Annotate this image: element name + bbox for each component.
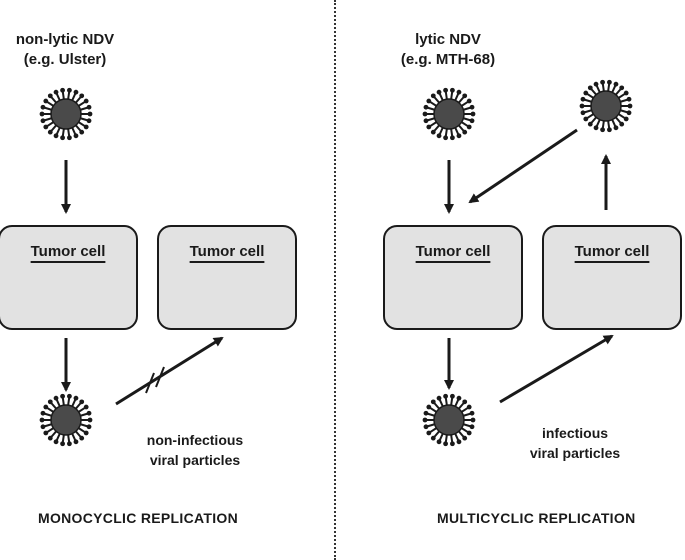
right-virus-label: lytic NDV (e.g. MTH-68) xyxy=(383,30,513,70)
right-tumor-cell-2-label: Tumor cell xyxy=(574,243,650,260)
right-arrow-progeny-to-cell xyxy=(499,334,614,404)
right-virus-icon xyxy=(422,87,476,141)
left-tumor-cell-1-label: Tumor cell xyxy=(30,243,106,260)
left-particles-label: non-infectious viral particles xyxy=(125,430,265,470)
right-particles-label-line2: viral particles xyxy=(529,445,621,461)
left-tumor-cell-2: Tumor cell xyxy=(157,225,297,330)
right-progeny-virus-icon xyxy=(422,393,476,447)
left-arrow-blocked-infection xyxy=(115,336,224,406)
right-caption: MULTICYCLIC REPLICATION xyxy=(437,510,636,526)
right-tumor-cell-1-label: Tumor cell xyxy=(415,243,491,260)
right-tumor-cell-2: Tumor cell xyxy=(542,225,682,330)
right-arrow-released-to-cell xyxy=(468,128,578,204)
blocked-mark-2 xyxy=(155,366,165,388)
left-progeny-virus-icon xyxy=(39,393,93,447)
panel-divider xyxy=(334,0,336,560)
left-particles-label-line1: non-infectious xyxy=(146,432,244,448)
left-virus-icon xyxy=(39,87,93,141)
left-virus-label: non-lytic NDV (e.g. Ulster) xyxy=(0,30,130,70)
right-particles-label-line1: infectious xyxy=(541,425,609,441)
right-virus-label-line1: lytic NDV xyxy=(415,31,481,48)
right-virus-label-line2: (e.g. MTH-68) xyxy=(400,51,496,68)
left-virus-label-line1: non-lytic NDV xyxy=(15,31,115,48)
blocked-mark-1 xyxy=(145,372,155,394)
right-released-virus-icon xyxy=(579,79,633,133)
left-virus-label-line2: (e.g. Ulster) xyxy=(23,51,107,68)
left-tumor-cell-1: Tumor cell xyxy=(0,225,138,330)
left-tumor-cell-2-label: Tumor cell xyxy=(189,243,265,260)
right-tumor-cell-1: Tumor cell xyxy=(383,225,523,330)
right-particles-label: infectious viral particles xyxy=(505,423,645,463)
left-caption: MONOCYCLIC REPLICATION xyxy=(38,510,239,526)
left-particles-label-line2: viral particles xyxy=(149,452,241,468)
